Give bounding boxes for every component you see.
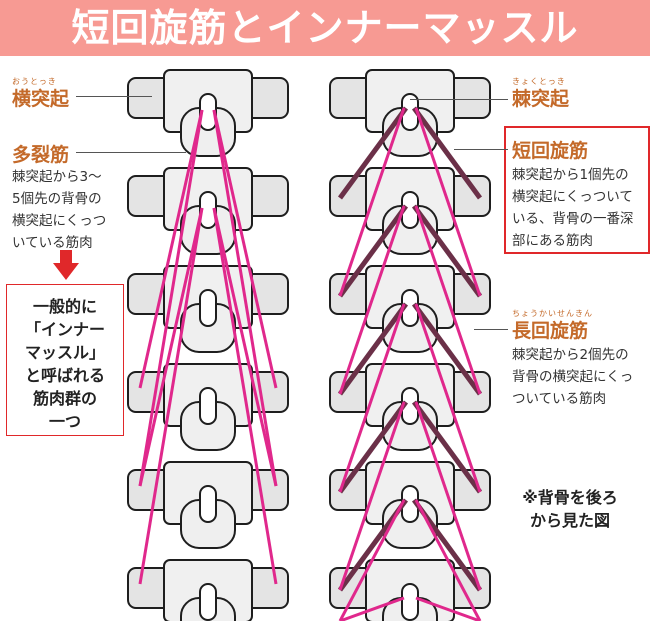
rotatores-longus-desc-line: 棘突起から2個先の: [512, 347, 629, 363]
multifidus-desc-line: 棘突起から3～: [12, 169, 102, 185]
rotatores-longus-desc-line: 背骨の横突起にくっ: [512, 369, 634, 385]
spinous-process-ruby: きょくとっき: [512, 77, 566, 86]
spine-diagram: [127, 69, 491, 621]
spinous-process-shape: [199, 289, 217, 327]
multifidus-fiber: [212, 207, 278, 487]
callout-line: マッスル」: [24, 343, 105, 362]
spinous-process-shape: [199, 583, 217, 621]
spinous-process-shape: [199, 93, 217, 131]
multifidus-fiber: [212, 109, 278, 389]
rotatores-brevis-highlight-box: [504, 126, 650, 254]
rotatores-brevis-fiber: [337, 302, 409, 396]
callout-line: 一つ: [48, 412, 81, 431]
title-bar: 短回旋筋とインナーマッスル: [0, 0, 650, 56]
rotatores-longus-fiber: [339, 596, 405, 621]
rotatores-longus-muscle: [338, 107, 482, 621]
down-arrow-icon: [53, 250, 79, 280]
rotatores-longus-fiber: [338, 205, 406, 395]
rotatores-brevis-label: 短回旋筋: [512, 140, 589, 162]
inner-muscle-callout: 一般的に 「インナー マッスル」 と呼ばれる 筋肉群の 一つ: [6, 284, 124, 436]
rotatores-brevis-description: 棘突起から1個先の 横突起にくっついて いる、背骨の一番深 部にある筋肉: [512, 164, 634, 252]
page-title: 短回旋筋とインナーマッスル: [71, 6, 579, 50]
rotatores-brevis-fiber: [411, 106, 483, 200]
rotatores-longus-fiber: [414, 499, 482, 621]
transverse-process-ruby: おうとっき: [12, 77, 57, 86]
transverse-process-label: 横突起: [12, 88, 70, 110]
rotatores-longus-fiber: [338, 303, 406, 493]
transverse-process-leader: [76, 96, 152, 97]
rotatores-brevis-fiber: [337, 204, 409, 298]
spinous-process-shape: [199, 191, 217, 229]
rotatores-longus-fiber: [338, 107, 406, 297]
vertebra: [127, 69, 289, 157]
vertebra: [127, 363, 289, 451]
multifidus-fiber: [212, 207, 278, 585]
multifidus-label: 多裂筋: [12, 144, 70, 166]
rotatores-longus-fiber: [414, 401, 482, 591]
callout-line: 一般的に: [32, 297, 97, 316]
rotatores-longus-fiber: [414, 107, 482, 297]
spinous-process-shape: [401, 583, 419, 621]
multifidus-fiber: [138, 109, 204, 389]
rotatores-brevis-fiber: [411, 302, 483, 396]
multifidus-fiber: [138, 109, 204, 487]
multifidus-fiber: [138, 207, 204, 487]
vertebra: [127, 461, 289, 549]
rotatores-longus-fiber: [414, 205, 482, 395]
rotatores-brevis-fiber: [337, 106, 409, 200]
vertebra: [329, 69, 491, 157]
rotatores-longus-fiber: [415, 596, 481, 621]
rotatores-brevis-desc-line: 部にある筋肉: [512, 233, 593, 249]
multifidus-description: 棘突起から3～ 5個先の背骨の 横突起にくっつ いている筋肉: [12, 166, 106, 254]
rotatores-longus-ruby: ちょうかいせんきん: [512, 309, 593, 318]
rotatores-brevis-desc-line: いる、背骨の一番深: [512, 211, 634, 227]
note-line: から見た図: [529, 511, 610, 530]
multifidus-desc-line: いている筋肉: [12, 235, 93, 251]
multifidus-desc-line: 横突起にくっつ: [12, 213, 107, 229]
view-note: ※背骨を後ろ から見た図: [510, 486, 630, 532]
rotatores-brevis-desc-line: 横突起にくっついて: [512, 189, 633, 205]
multifidus-fiber: [212, 109, 278, 487]
rotatores-brevis-fiber: [411, 204, 483, 298]
rotatores-longus-label: 長回旋筋: [512, 320, 589, 342]
rotatores-brevis-fiber: [411, 400, 483, 494]
multifidus-fiber: [138, 207, 204, 585]
right-spine: [329, 69, 491, 621]
multifidus-desc-line: 5個先の背骨の: [12, 191, 102, 207]
rotatores-longus-desc-line: ついている筋肉: [512, 391, 607, 407]
spinous-process-label: 棘突起: [512, 88, 570, 110]
vertebra: [127, 167, 289, 255]
rotatores-brevis-fiber: [337, 400, 409, 494]
callout-line: と呼ばれる: [24, 366, 105, 385]
rotatores-longus-fiber: [414, 303, 482, 493]
vertebra: [329, 559, 491, 621]
rotatores-longus-leader: [474, 329, 508, 330]
rotatores-brevis-desc-line: 棘突起から1個先の: [512, 167, 629, 183]
spinous-process-shape: [199, 387, 217, 425]
vertebra: [127, 559, 289, 621]
multifidus-leader: [76, 152, 186, 153]
callout-line: 「インナー: [24, 320, 105, 339]
spinous-process-leader: [410, 99, 508, 100]
note-line: ※背骨を後ろ: [522, 488, 618, 507]
callout-line: 筋肉群の: [32, 389, 97, 408]
spinous-process-shape: [199, 485, 217, 523]
rotatores-brevis-leader: [454, 149, 508, 150]
rotatores-longus-description: 棘突起から2個先の 背骨の横突起にくっ ついている筋肉: [512, 344, 633, 410]
rotatores-longus-fiber: [338, 499, 406, 621]
rotatores-longus-fiber: [338, 401, 406, 591]
multifidus-muscle: [138, 109, 278, 585]
left-spine: [127, 69, 289, 621]
